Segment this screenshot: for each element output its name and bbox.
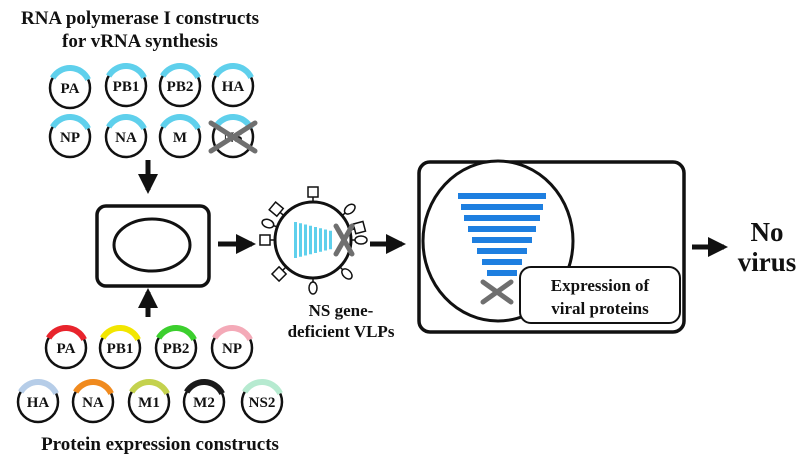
infected-cell: Expression of viral proteins [417,159,686,334]
vrna-band [458,193,546,199]
vrna-plasmid-m: M [158,114,202,159]
vrna-plasmid-np: NP [48,114,92,159]
plasmid-label: M2 [193,395,215,411]
vlp-spikes [259,186,368,295]
result-line1: No [751,217,784,247]
plasmid-insert-arc [100,325,141,342]
vlp-label-line1: NS gene- [309,301,374,320]
plasmid-insert-arc [212,325,253,342]
vlp-spike [308,278,318,295]
result-line2: virus [738,247,797,277]
plasmid-insert-arc [242,379,283,396]
vrna-band [477,248,527,254]
plasmid-label: NP [60,130,80,146]
cell-nucleus [112,217,192,273]
expression-label-line1: Expression of [551,276,650,295]
vlp-spike [268,201,285,218]
plasmid-label: NA [115,130,137,146]
vlp-spike [270,265,288,283]
protein-plasmid-np: NP [210,325,254,370]
vlp-rna-stripe [329,230,332,250]
protein-plasmid-pb1: PB1 [98,325,142,370]
vlp-particle [259,186,368,295]
plasmid-insert-arc [160,114,201,131]
deletion-cross [208,120,258,154]
plasmid-insert-arc [160,63,201,80]
plasmid-label: PA [57,341,76,357]
protein-plasmid-pa: PA [44,325,88,370]
plasmid-insert-arc [213,63,254,80]
vlp-rna-stripe [294,222,297,258]
vlp-label-line2: deficient VLPs [288,322,395,341]
expression-label-line2: viral proteins [551,299,649,318]
protein-plasmid-m1: M1 [127,379,171,424]
plasmid-label: NP [222,341,242,357]
protein-plasmid-ha: HA [16,379,60,424]
plasmid-label: PB1 [113,79,140,95]
transfected-cell [95,204,211,288]
plasmid-insert-arc [73,379,114,396]
vlp-spike [339,266,353,280]
plasmid-label: M [173,130,187,146]
vrna-band [472,237,532,243]
vlp-spike [261,218,278,229]
plasmid-insert-arc [106,63,147,80]
vrna-plasmid-pb2: PB2 [158,63,202,108]
vrna-plasmid-ns: NS [208,114,258,159]
plasmid-label: NS2 [249,395,276,411]
vlp-spike [341,203,356,217]
vrna-band [464,215,540,221]
vlp-rna-stripe [314,227,317,253]
vlp-rna-stripe [309,225,312,255]
vlp-rna-segments [294,222,332,258]
protein-plasmid-ns2: NS2 [240,379,284,424]
protein-plasmid-na: NA [71,379,115,424]
vlp-envelope [273,200,353,280]
protein-plasmid-pb2: PB2 [154,325,198,370]
protein-plasmid-group: PA PB1 PB2 NP HA NA M1 M2 NS2 [16,325,284,424]
vlp-rna-stripe [304,224,307,256]
plasmid-insert-arc [50,65,91,82]
vlp-rna-stripe [324,229,327,251]
plasmid-label: PB2 [167,79,194,95]
plasmid-label: HA [27,395,50,411]
plasmid-insert-arc [50,114,91,131]
plasmid-label: NA [82,395,104,411]
plasmid-label: PB2 [163,341,190,357]
plasmid-label: PA [61,81,80,97]
vrna-bands [458,193,546,276]
vlp-rna-stripe [319,228,322,252]
vrna-plasmid-pb1: PB1 [104,63,148,108]
plasmid-label: M1 [138,395,160,411]
plasmid-insert-arc [184,379,225,396]
plasmid-label: HA [222,79,245,95]
bottom-title: Protein expression constructs [41,434,279,455]
ns-segment-cross [480,279,514,305]
plasmid-insert-arc [106,114,147,131]
vlp-ns-cross [333,223,355,257]
plasmid-insert-arc [18,379,59,396]
vrna-plasmid-group: PA PB1 PB2 HA NP NA M NS [48,63,258,159]
protein-plasmid-m2: M2 [182,379,226,424]
plasmid-insert-arc [129,379,170,396]
vrna-plasmid-ha: HA [211,63,255,108]
plasmid-label: PB1 [107,341,134,357]
vlp-spike [307,186,319,202]
vrna-plasmid-pa: PA [48,65,92,110]
vrna-band [461,204,543,210]
top-title-line1: RNA polymerase I constructs [21,8,259,29]
vlp-spike [351,235,368,245]
vrna-band [482,259,522,265]
vlp-spike [259,234,275,246]
plasmid-insert-arc [46,325,87,342]
expression-box [519,266,681,324]
top-title-line2: for vRNA synthesis [62,31,218,52]
vrna-band [487,270,517,276]
vrna-plasmid-na: NA [104,114,148,159]
vlp-rna-stripe [299,223,302,257]
vrna-band [468,226,536,232]
plasmid-insert-arc [156,325,197,342]
